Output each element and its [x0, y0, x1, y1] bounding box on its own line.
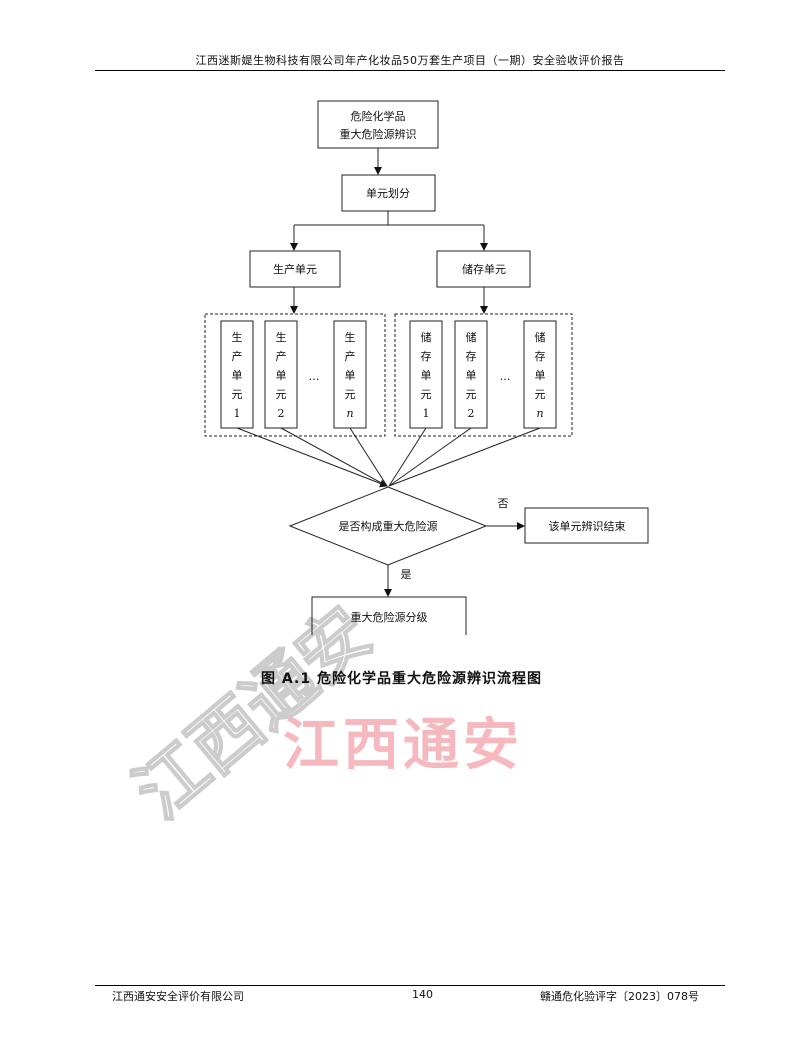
- start-line2: 重大危险源辨识: [340, 127, 417, 141]
- storage-label: 储存单元: [462, 262, 506, 276]
- unit-char: 单: [345, 369, 356, 382]
- unit-char: 储: [421, 330, 432, 344]
- production-box: [249, 250, 341, 288]
- start-line1: 危险化学品: [351, 109, 406, 123]
- end-box: [524, 507, 649, 544]
- production-label: 生产单元: [273, 262, 317, 276]
- footer-doc-number: 赣通危化验评字〔2023〕078号: [540, 990, 699, 1003]
- unit-char: 1: [423, 407, 430, 420]
- unit-char: 元: [345, 388, 356, 401]
- unit-char: n: [536, 407, 543, 420]
- figure-caption: 图 A.1 危险化学品重大危险源辨识流程图: [261, 671, 542, 687]
- unit-char: 生: [345, 330, 356, 344]
- unit-char: 2: [468, 407, 475, 420]
- unit-char: 生: [276, 330, 287, 344]
- unit-char: 元: [276, 388, 287, 401]
- unit-char: 单: [535, 369, 546, 382]
- footer-rule: [95, 985, 725, 986]
- storage-ellipsis: …: [500, 370, 511, 383]
- unit-char: 存: [466, 349, 477, 363]
- unit-char: 存: [535, 349, 546, 363]
- end-label: 该单元辨识结束: [549, 519, 626, 533]
- yes-label: 是: [401, 568, 412, 581]
- unit-char: 储: [535, 330, 546, 344]
- footer-company: 江西通安安全评价有限公司: [112, 990, 244, 1003]
- unit-char: 单: [421, 369, 432, 382]
- unit-char: 产: [232, 349, 243, 363]
- unit-char: 生: [232, 330, 243, 344]
- unit-char: 元: [421, 388, 432, 401]
- unit-char: 元: [466, 388, 477, 401]
- unit-char: 产: [345, 349, 356, 363]
- unit-char: n: [346, 407, 353, 420]
- no-label: 否: [498, 497, 509, 510]
- unit-char: 元: [232, 388, 243, 401]
- unit-char: 储: [466, 330, 477, 344]
- header-rule: [95, 70, 725, 71]
- unit-char: 单: [232, 369, 243, 382]
- unit-char: 元: [535, 388, 546, 401]
- unit-char: 1: [234, 407, 241, 420]
- watermark: 江西通安: [283, 713, 523, 778]
- storage-group: [394, 313, 573, 437]
- production-ellipsis: …: [309, 370, 320, 383]
- unit-char: 存: [421, 349, 432, 363]
- decision-label: 是否构成重大危险源: [339, 519, 438, 533]
- page-number: 140: [412, 988, 433, 1001]
- unit-char: 2: [278, 407, 285, 420]
- page-header: 江西迷斯媞生物科技有限公司年产化妆品50万套生产项目（一期）安全验收评价报告: [195, 54, 625, 67]
- grading-box: [311, 596, 467, 635]
- unit-char: 单: [466, 369, 477, 382]
- unit-char: 产: [276, 349, 287, 363]
- unit-char: 单: [276, 369, 287, 382]
- divide-label: 单元划分: [366, 187, 410, 200]
- grading-label: 重大危险源分级: [351, 610, 428, 624]
